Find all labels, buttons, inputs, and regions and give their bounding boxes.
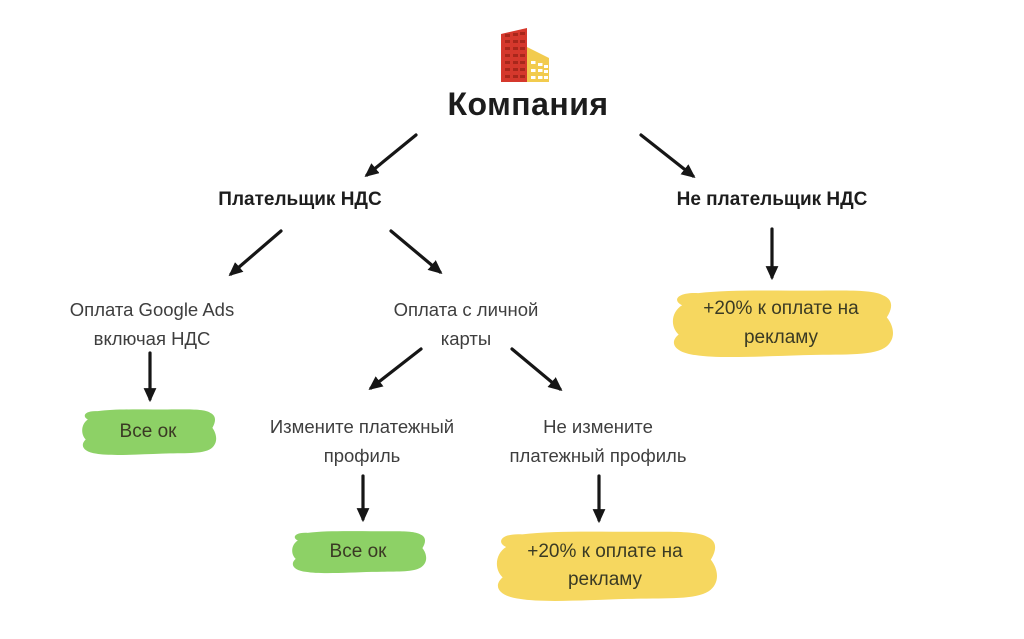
node-change-profile: Измените платежный профиль [269,416,455,466]
node-plus20-right: +20% к оплате на рекламу [666,287,896,360]
arrow-company-to-non-vat-payer [639,133,696,178]
brush-highlight-green [82,409,217,455]
node-plus20-right-label: +20% к оплате на рекламу [703,298,859,348]
arrow-card-to-not-change-profile [510,347,563,392]
page-title: Компания [447,86,609,122]
node-all-ok-left-label: Все ок [119,420,177,442]
node-pay-personal-card: Оплата с личной карты [393,299,539,349]
node-all-ok-bottom: Все ок [288,529,428,575]
brush-highlight-green [292,531,427,574]
node-plus20-bottom-label: +20% к оплате на рекламу [527,540,683,591]
node-non-vat-payer: Не плательщик НДС [676,189,868,210]
node-all-ok-bottom-label: Все ок [329,540,387,562]
node-plus20-bottom: +20% к оплате на рекламу [490,528,720,604]
arrow-vat-to-personal-card [389,229,443,275]
arrow-company-to-vat-payer [364,133,418,178]
node-not-change-profile: Не измените платежный профиль [509,416,687,466]
arrow-vat-to-google-ads [228,229,283,277]
node-all-ok-left: Все ок [78,407,218,457]
brush-highlight-yellow [496,531,717,601]
company-buildings-icon [501,28,549,82]
arrow-card-to-change-profile [368,347,423,390]
node-pay-google-ads: Оплата Google Ads включая НДС [69,299,235,349]
node-vat-payer: Плательщик НДС [218,189,382,210]
brush-highlight-yellow [672,290,893,358]
